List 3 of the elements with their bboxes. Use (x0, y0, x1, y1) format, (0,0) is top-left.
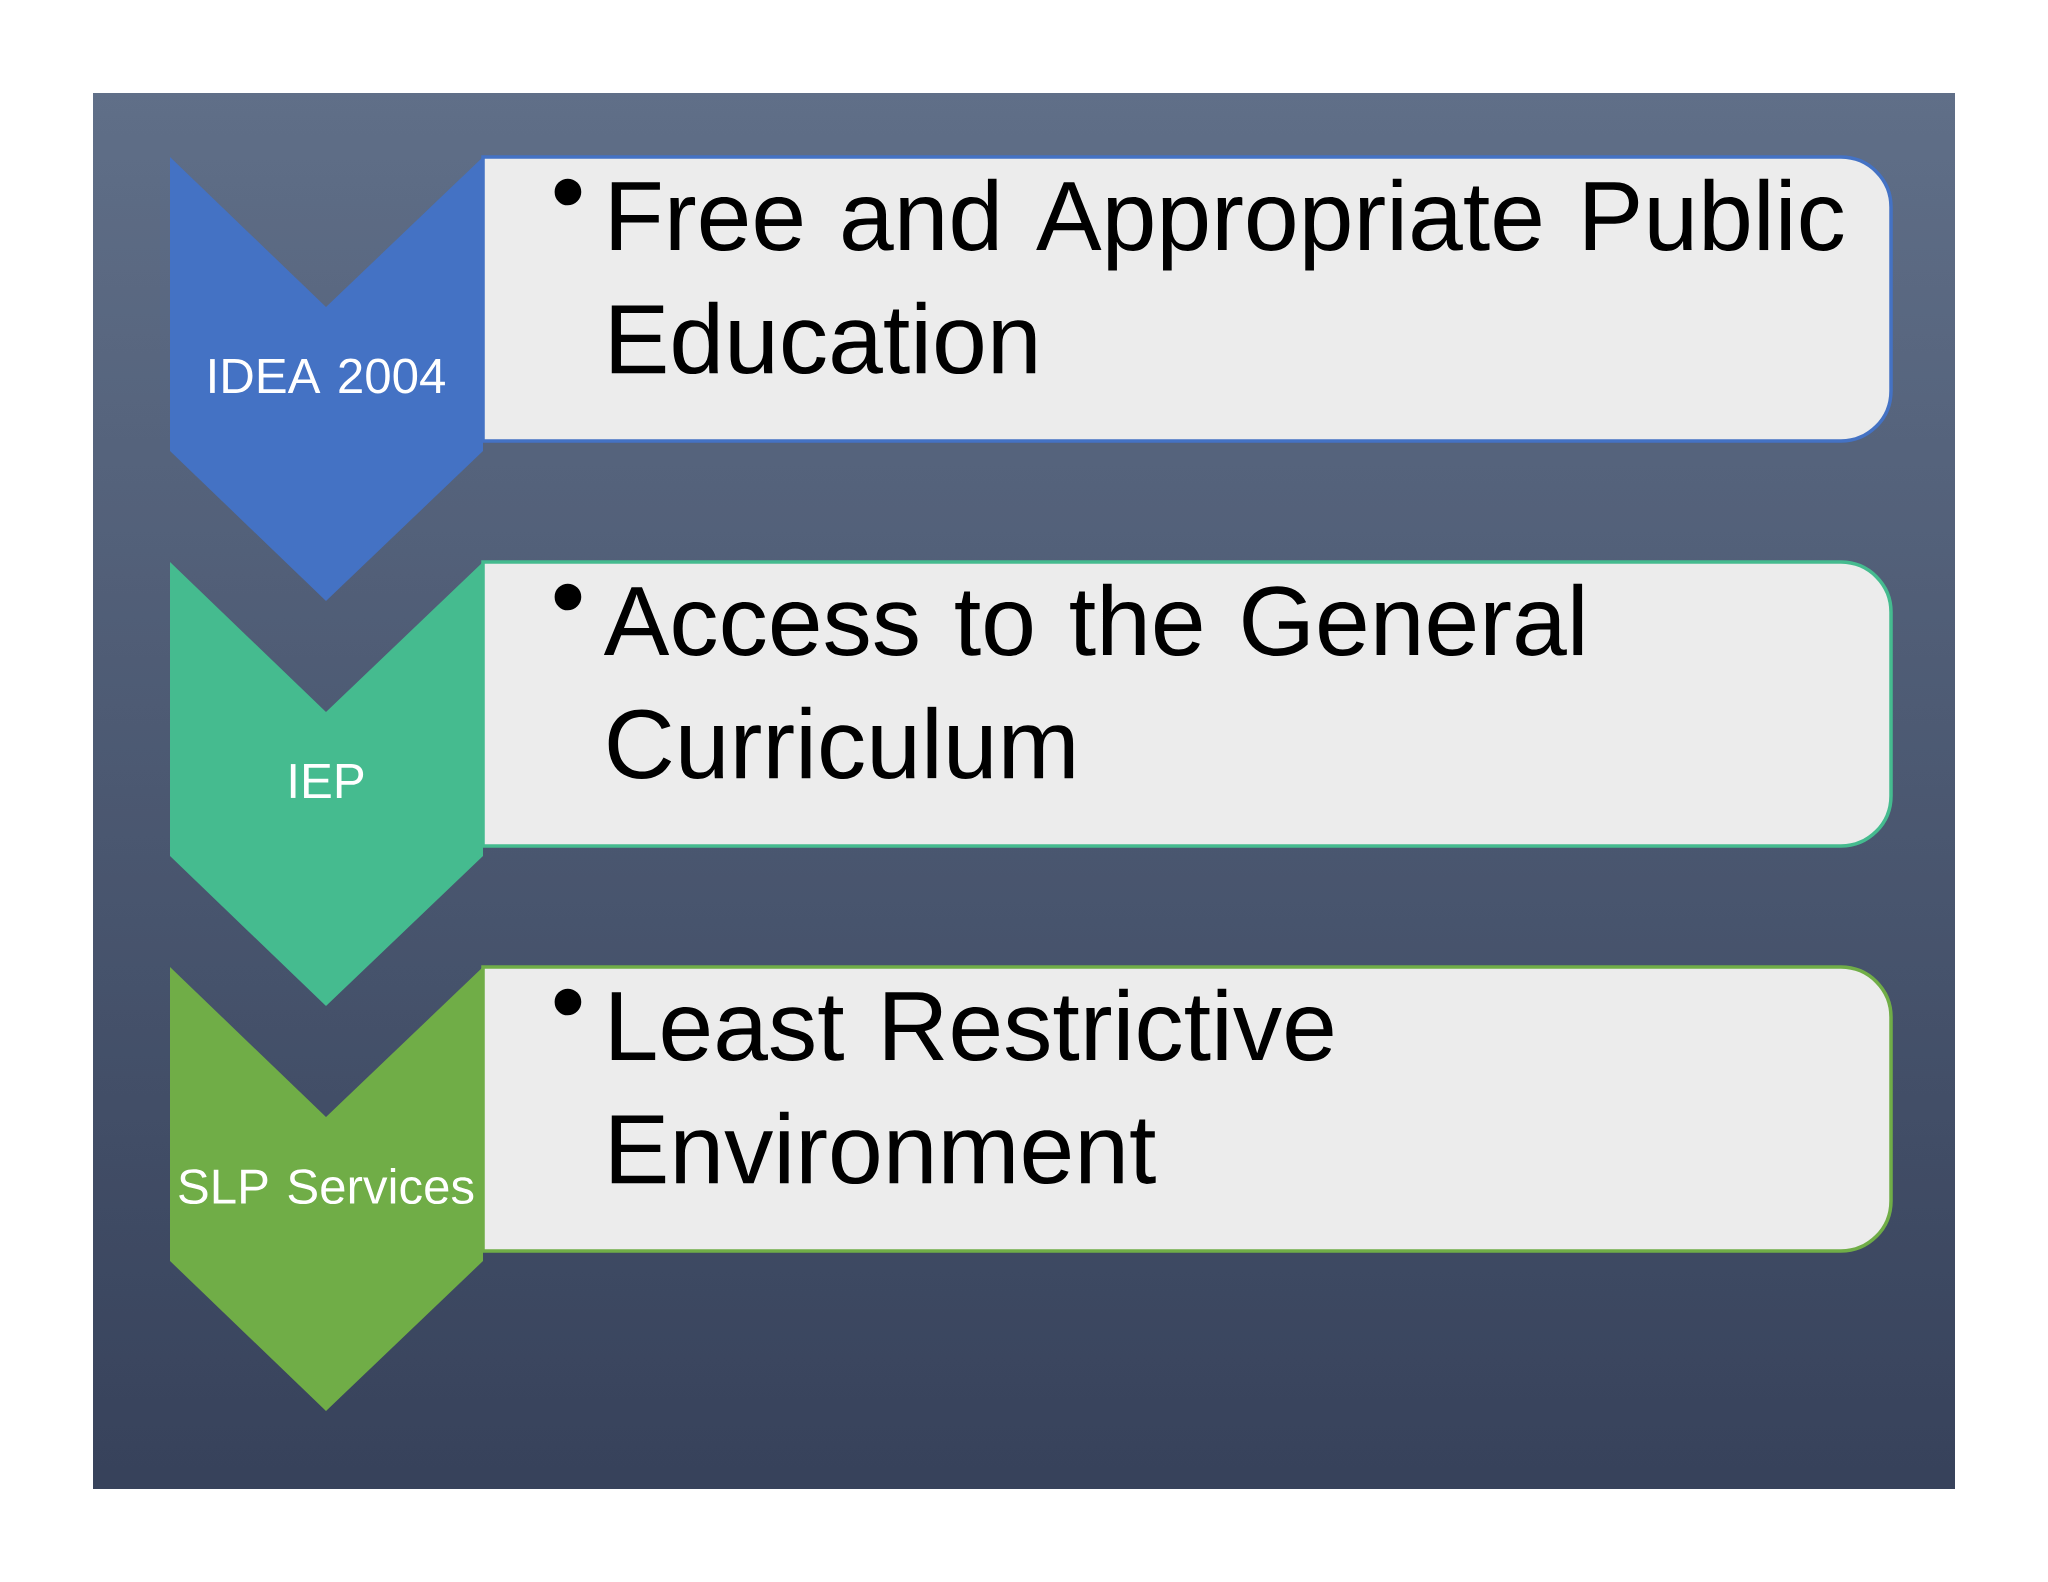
bullet: • (554, 178, 582, 206)
bullet: • (554, 583, 582, 611)
bullet: • (554, 988, 582, 1016)
